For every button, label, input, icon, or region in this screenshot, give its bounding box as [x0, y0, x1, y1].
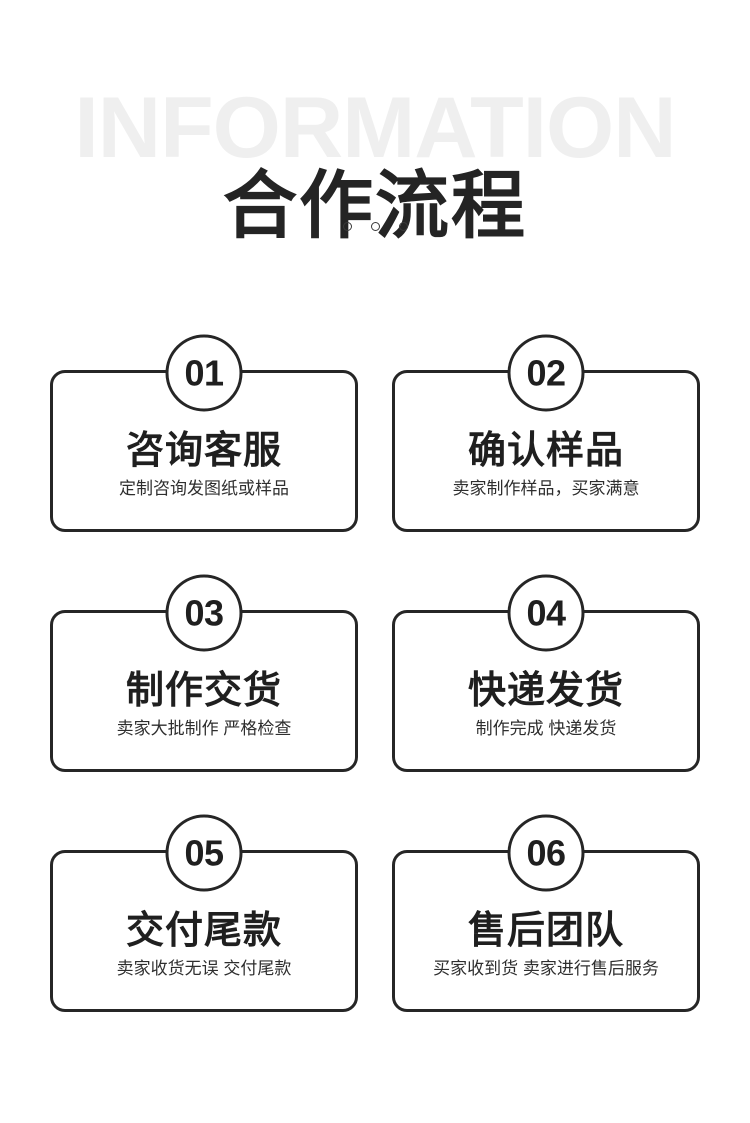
step-card-body: 交付尾款 卖家收货无误 交付尾款	[53, 853, 355, 1009]
step-card: 02 确认样品 卖家制作样品，买家满意	[392, 334, 700, 532]
step-number-badge: 02	[507, 334, 585, 412]
step-title: 售后团队	[467, 909, 624, 952]
dot-decoration	[0, 222, 750, 231]
step-title: 确认样品	[467, 429, 624, 472]
step-title: 快递发货	[467, 669, 624, 712]
step-subtitle: 制作完成 快递发货	[475, 718, 617, 738]
step-number-badge: 01	[165, 334, 243, 412]
page-header: INFORMATION 合作流程	[0, 0, 750, 300]
step-card-body: 咨询客服 定制咨询发图纸或样品	[53, 373, 355, 529]
step-card-grid: 01 咨询客服 定制咨询发图纸或样品 02 确认样品 卖家制作样品，买家满意 0…	[50, 334, 700, 1012]
step-card: 06 售后团队 买家收到货 卖家进行售后服务	[392, 814, 700, 1012]
step-card: 04 快递发货 制作完成 快递发货	[392, 574, 700, 772]
step-number-badge: 04	[507, 574, 585, 652]
step-card: 03 制作交货 卖家大批制作 严格检查	[50, 574, 358, 772]
decoration-dot-1	[342, 222, 352, 231]
page-title: 合作流程	[223, 163, 527, 247]
step-number: 01	[184, 352, 224, 393]
step-subtitle: 买家收到货 卖家进行售后服务	[433, 958, 659, 978]
step-subtitle: 定制咨询发图纸或样品	[119, 478, 289, 498]
watermark-text: INFORMATION	[74, 80, 676, 176]
decoration-dot-2	[370, 222, 380, 231]
step-card-body: 快递发货 制作完成 快递发货	[395, 613, 697, 769]
step-number: 06	[526, 832, 566, 873]
step-subtitle: 卖家大批制作 严格检查	[116, 718, 292, 738]
step-card-body: 确认样品 卖家制作样品，买家满意	[395, 373, 697, 529]
step-number: 03	[184, 592, 224, 633]
step-card: 01 咨询客服 定制咨询发图纸或样品	[50, 334, 358, 532]
step-number: 05	[184, 832, 224, 873]
step-number-badge: 05	[165, 814, 243, 892]
step-number-badge: 06	[507, 814, 585, 892]
step-card-body: 售后团队 买家收到货 卖家进行售后服务	[395, 853, 697, 1009]
step-subtitle: 卖家收货无误 交付尾款	[116, 958, 292, 978]
step-title: 交付尾款	[125, 909, 282, 952]
step-title: 制作交货	[125, 669, 282, 712]
step-card-body: 制作交货 卖家大批制作 严格检查	[53, 613, 355, 769]
step-number-badge: 03	[165, 574, 243, 652]
step-title: 咨询客服	[125, 429, 282, 472]
step-card: 05 交付尾款 卖家收货无误 交付尾款	[50, 814, 358, 1012]
step-number: 02	[526, 352, 566, 393]
decoration-dot-3	[398, 222, 408, 231]
step-subtitle: 卖家制作样品，买家满意	[452, 478, 640, 498]
step-number: 04	[526, 592, 566, 633]
